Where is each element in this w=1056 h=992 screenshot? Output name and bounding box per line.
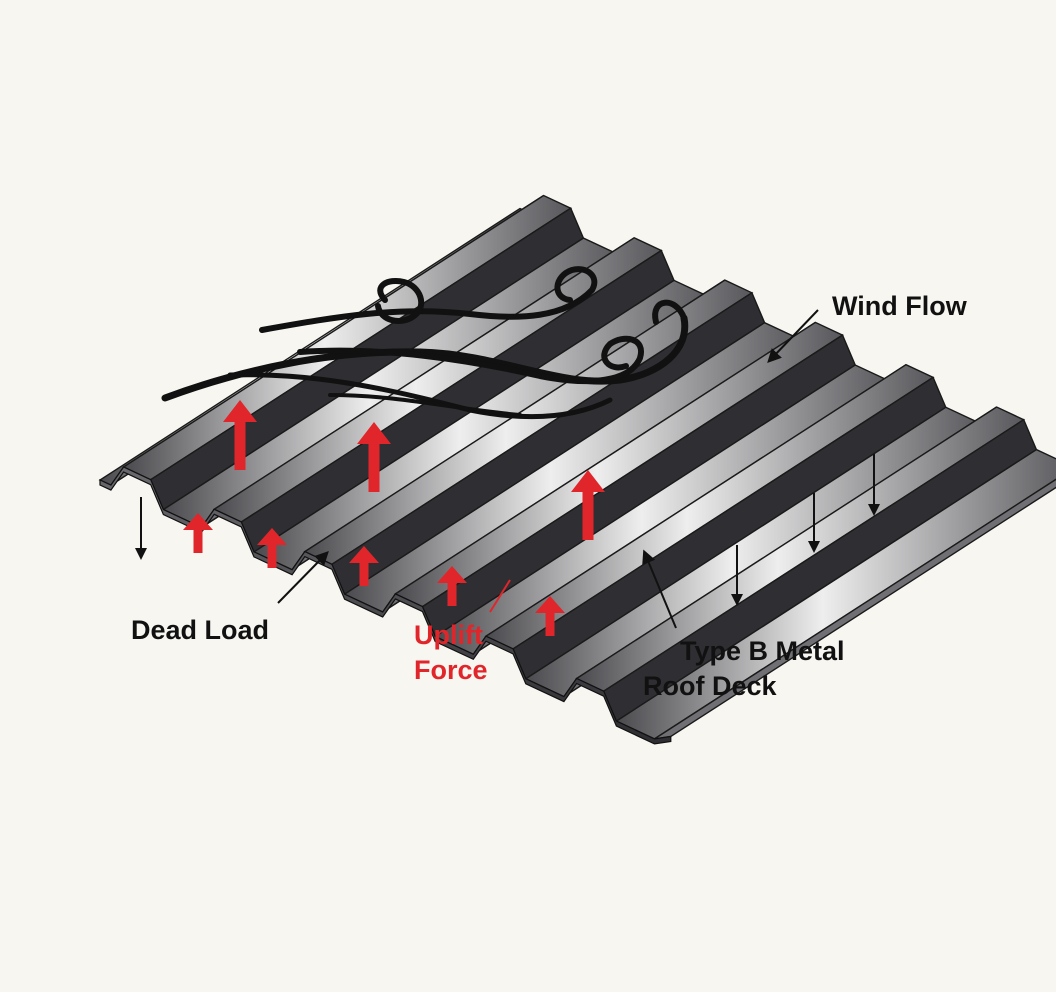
red-up-arrow-icon [535,596,565,636]
deck-front-edge [99,466,672,745]
red-up-arrow-icon [223,400,257,470]
black-down-arrow-icon [868,504,880,516]
dead-load-arrow-group [135,454,880,606]
deck-label-line1: Type B Metal [680,636,845,666]
red-up-arrow-icon [349,546,379,586]
uplift-label-line2: Force [414,655,488,685]
dead-load-leader [277,550,329,604]
uplift-label-line1: Uplift [414,620,483,650]
wind-flow-label: Wind Flow [832,291,967,321]
red-up-arrow-icon [437,566,467,606]
black-down-arrow-icon [808,541,820,553]
wind-swirl-icon [161,266,689,420]
deck-label-line2: Roof Deck [643,671,777,701]
uplift-arrow-group [183,400,605,636]
wind-flow-leader [767,309,819,364]
red-up-arrow-icon [571,470,605,540]
black-down-arrow-icon [731,594,743,606]
red-up-arrow-icon [357,422,391,492]
red-up-arrow-icon [183,513,213,553]
red-up-arrow-icon [257,528,287,568]
black-down-arrow-icon [135,548,147,560]
deck-leader [642,549,677,629]
metal-roof-deck [98,194,1056,745]
dead-load-label: Dead Load [131,615,270,645]
uplift-leader [489,579,511,613]
